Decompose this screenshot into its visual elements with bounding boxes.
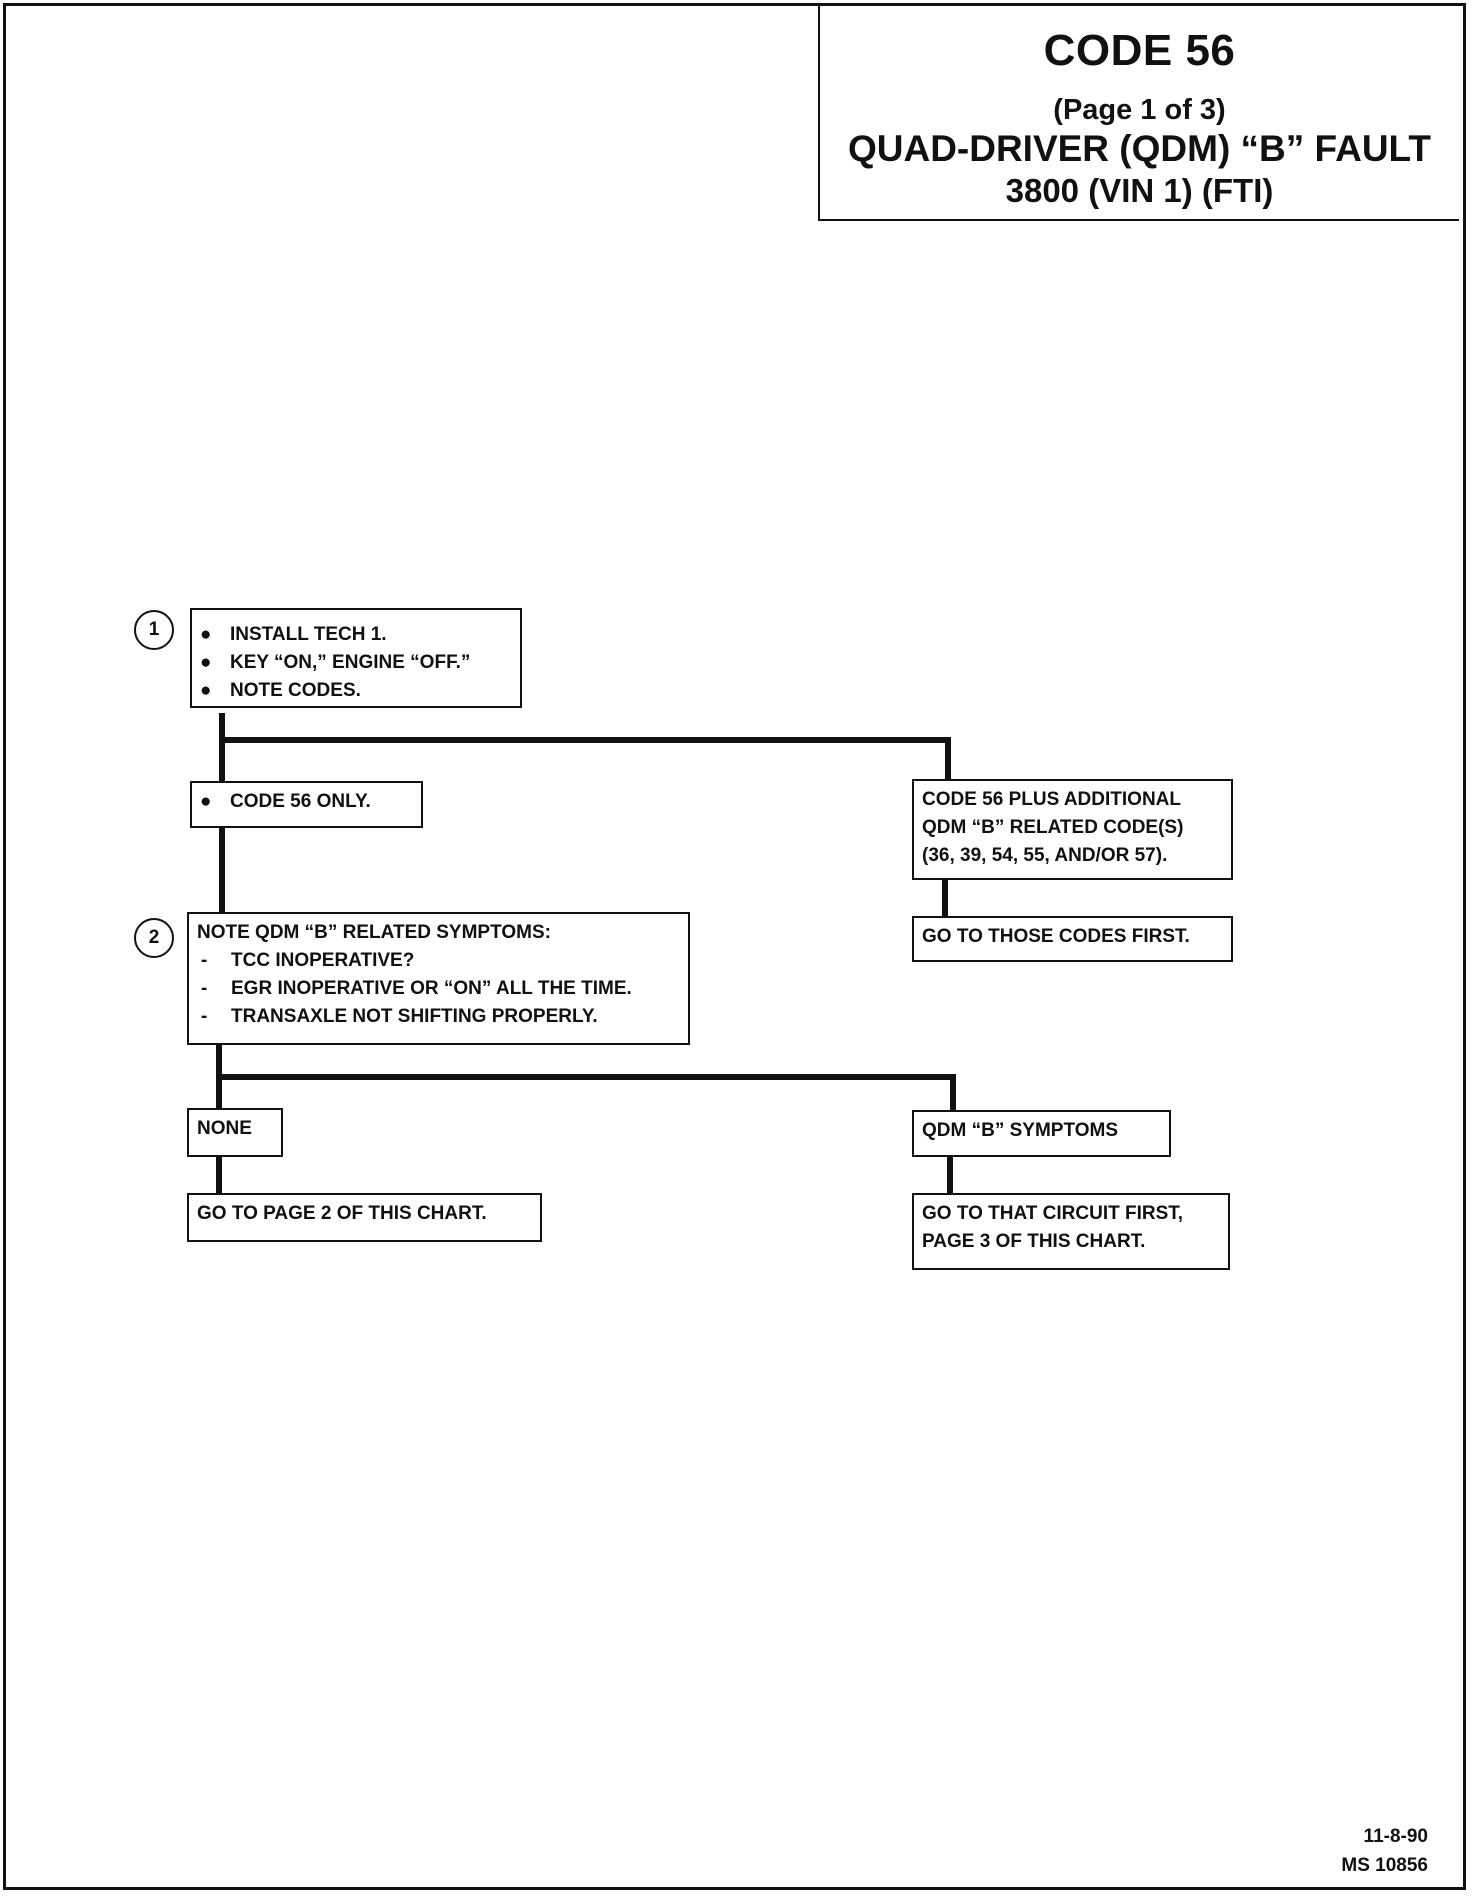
goto-circuit-line: PAGE 3 OF THIS CHART. xyxy=(922,1231,1146,1252)
footer-date: 11-8-90 xyxy=(1363,1826,1428,1847)
step-2-item: -EGR INOPERATIVE OR “ON” ALL THE TIME. xyxy=(201,978,632,999)
code56-plus-box: CODE 56 PLUS ADDITIONAL QDM “B” RELATED … xyxy=(912,779,1233,880)
none-box: NONE xyxy=(187,1108,283,1157)
step-2-item: -TRANSAXLE NOT SHIFTING PROPERLY. xyxy=(201,1006,598,1027)
connector-line xyxy=(216,1074,956,1080)
connector-line xyxy=(947,1157,953,1195)
goto-circuit-line: GO TO THAT CIRCUIT FIRST, xyxy=(922,1203,1184,1224)
footer-reference: MS 10856 xyxy=(1341,1855,1428,1876)
step-2-marker: 2 xyxy=(134,918,174,958)
step-1-box: ●INSTALL TECH 1. ●KEY “ON,” ENGINE “OFF.… xyxy=(190,608,522,708)
connector-line xyxy=(942,880,948,918)
step-1-item: ●KEY “ON,” ENGINE “OFF.” xyxy=(200,652,471,673)
title-block: CODE 56 (Page 1 of 3) QUAD-DRIVER (QDM) … xyxy=(818,4,1459,221)
step-2-box: NOTE QDM “B” RELATED SYMPTOMS: -TCC INOP… xyxy=(187,912,690,1045)
step-1-marker: 1 xyxy=(134,610,174,650)
goto-circuit-box: GO TO THAT CIRCUIT FIRST, PAGE 3 OF THIS… xyxy=(912,1193,1230,1270)
code56-only-box: ●CODE 56 ONLY. xyxy=(190,781,423,828)
code56-plus-line: QDM “B” RELATED CODE(S) xyxy=(922,817,1184,838)
page-frame xyxy=(3,3,1466,1890)
goto-codes-box: GO TO THOSE CODES FIRST. xyxy=(912,916,1233,962)
step-1-item: ●INSTALL TECH 1. xyxy=(200,624,387,645)
code56-plus-line: CODE 56 PLUS ADDITIONAL xyxy=(922,789,1181,810)
connector-line xyxy=(219,713,225,790)
step-2-heading: NOTE QDM “B” RELATED SYMPTOMS: xyxy=(197,922,551,943)
connector-line xyxy=(219,828,225,920)
engine-designation: 3800 (VIN 1) (FTI) xyxy=(1005,172,1274,209)
connector-line xyxy=(950,1074,956,1114)
connector-line xyxy=(219,737,951,743)
page-indicator: (Page 1 of 3) xyxy=(1053,94,1226,126)
goto-page2-box: GO TO PAGE 2 OF THIS CHART. xyxy=(187,1193,542,1242)
connector-line xyxy=(216,1157,222,1195)
code56-plus-line: (36, 39, 54, 55, AND/OR 57). xyxy=(922,845,1168,866)
qdm-symptoms-box: QDM “B” SYMPTOMS xyxy=(912,1110,1171,1157)
fault-description: QUAD-DRIVER (QDM) “B” FAULT xyxy=(847,128,1432,169)
code-title: CODE 56 xyxy=(1043,26,1236,75)
step-1-item: ●NOTE CODES. xyxy=(200,680,361,701)
footer: 11-8-90 MS 10856 xyxy=(1341,1822,1428,1880)
step-2-item: -TCC INOPERATIVE? xyxy=(201,950,415,971)
connector-line xyxy=(945,737,951,781)
